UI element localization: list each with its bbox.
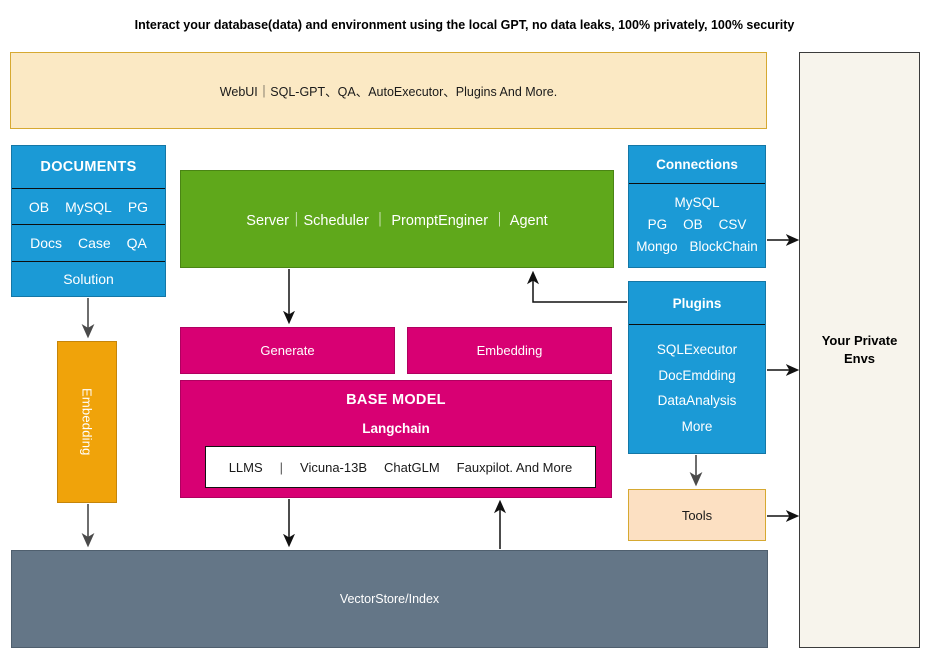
vectorstore-label: VectorStore/Index (339, 592, 440, 606)
plugins-item-dataanalysis[interactable]: DataAnalysis (657, 393, 737, 409)
base-model-title: BASE MODEL (346, 392, 446, 408)
connections-item-blockchain[interactable]: BlockChain (689, 239, 758, 254)
documents-item-mysql[interactable]: MySQL (65, 198, 112, 215)
llms-item-chatglm[interactable]: ChatGLM (384, 459, 440, 475)
llms-item-vicuna[interactable]: Vicuna-13B (300, 459, 368, 475)
documents-item-pg[interactable]: PG (127, 198, 149, 215)
plugins-item-docemdding[interactable]: DocEmdding (658, 367, 736, 383)
plugins-panel[interactable]: Plugins SQLExecutor DocEmdding DataAnaly… (628, 281, 766, 454)
base-model-panel[interactable]: BASE MODEL Langchain LLMS | Vicuna-13B C… (180, 380, 612, 498)
generate-label: Generate (260, 343, 315, 358)
server-panel[interactable]: Server｜Scheduler ｜ PromptEnginer ｜ Agent (180, 170, 614, 268)
connections-item-ob[interactable]: OB (683, 217, 703, 232)
tools-box[interactable]: Tools (628, 489, 766, 541)
plugins-item-more[interactable]: More (681, 419, 713, 435)
private-envs-line1: Your Private (821, 333, 898, 349)
webui-banner[interactable]: WebUI｜SQL-GPT、QA、AutoExecutor、Plugins An… (10, 52, 767, 129)
connections-row-1: MySQL (629, 195, 765, 210)
connections-row-2: PG OB CSV (629, 217, 765, 232)
documents-item-case[interactable]: Case (77, 234, 111, 251)
base-model-subtitle: Langchain (362, 421, 430, 436)
embedding-box[interactable]: Embedding (407, 327, 612, 374)
vectorstore-panel[interactable]: VectorStore/Index (11, 550, 768, 648)
documents-panel[interactable]: DOCUMENTS OB MySQL PG Docs Case QA Solut… (11, 145, 166, 297)
embedding-vertical-label: Embedding (79, 388, 95, 456)
documents-item-ob[interactable]: OB (28, 198, 50, 215)
plugins-item-sqlexecutor[interactable]: SQLExecutor (656, 341, 738, 357)
documents-row-solution: Solution (12, 262, 165, 296)
llms-label: LLMS (228, 459, 263, 475)
generate-box[interactable]: Generate (180, 327, 395, 374)
private-envs-line2: Envs (843, 351, 876, 366)
embedding-label: Embedding (476, 343, 543, 358)
connections-item-mysql[interactable]: MySQL (674, 195, 720, 210)
private-envs-panel[interactable]: Your Private Envs (799, 52, 920, 648)
connections-header: Connections (629, 146, 765, 184)
documents-row-databases: OB MySQL PG (12, 189, 165, 224)
connections-item-mongo[interactable]: Mongo (636, 239, 678, 254)
documents-item-docs[interactable]: Docs (30, 234, 62, 251)
server-label: Server｜Scheduler ｜ PromptEnginer ｜ Agent (246, 212, 548, 229)
webui-label: WebUI｜SQL-GPT、QA、AutoExecutor、Plugins An… (219, 85, 558, 99)
embedding-vertical-box[interactable]: Embedding (57, 341, 117, 503)
documents-header: DOCUMENTS (12, 146, 165, 189)
llms-item-fauxpilot[interactable]: Fauxpilot. And More (456, 459, 573, 475)
connections-row-3: Mongo BlockChain (629, 239, 765, 254)
connections-body: MySQL PG OB CSV Mongo BlockChain (629, 184, 765, 267)
documents-divider-2 (12, 260, 165, 262)
documents-item-solution[interactable]: Solution (63, 270, 114, 287)
page-title: Interact your database(data) and environ… (134, 18, 795, 32)
documents-divider-1 (12, 224, 165, 226)
documents-item-qa[interactable]: QA (126, 234, 147, 251)
plugins-body: SQLExecutor DocEmdding DataAnalysis More (629, 325, 765, 453)
connections-panel[interactable]: Connections MySQL PG OB CSV Mongo BlockC… (628, 145, 766, 268)
plugins-header: Plugins (629, 282, 765, 325)
connections-item-csv[interactable]: CSV (718, 217, 747, 232)
documents-row-contents: Docs Case QA (12, 225, 165, 260)
llms-divider: | (279, 459, 284, 475)
connections-item-pg[interactable]: PG (647, 217, 668, 232)
tools-label: Tools (681, 507, 713, 523)
llms-row: LLMS | Vicuna-13B ChatGLM Fauxpilot. And… (205, 446, 596, 488)
